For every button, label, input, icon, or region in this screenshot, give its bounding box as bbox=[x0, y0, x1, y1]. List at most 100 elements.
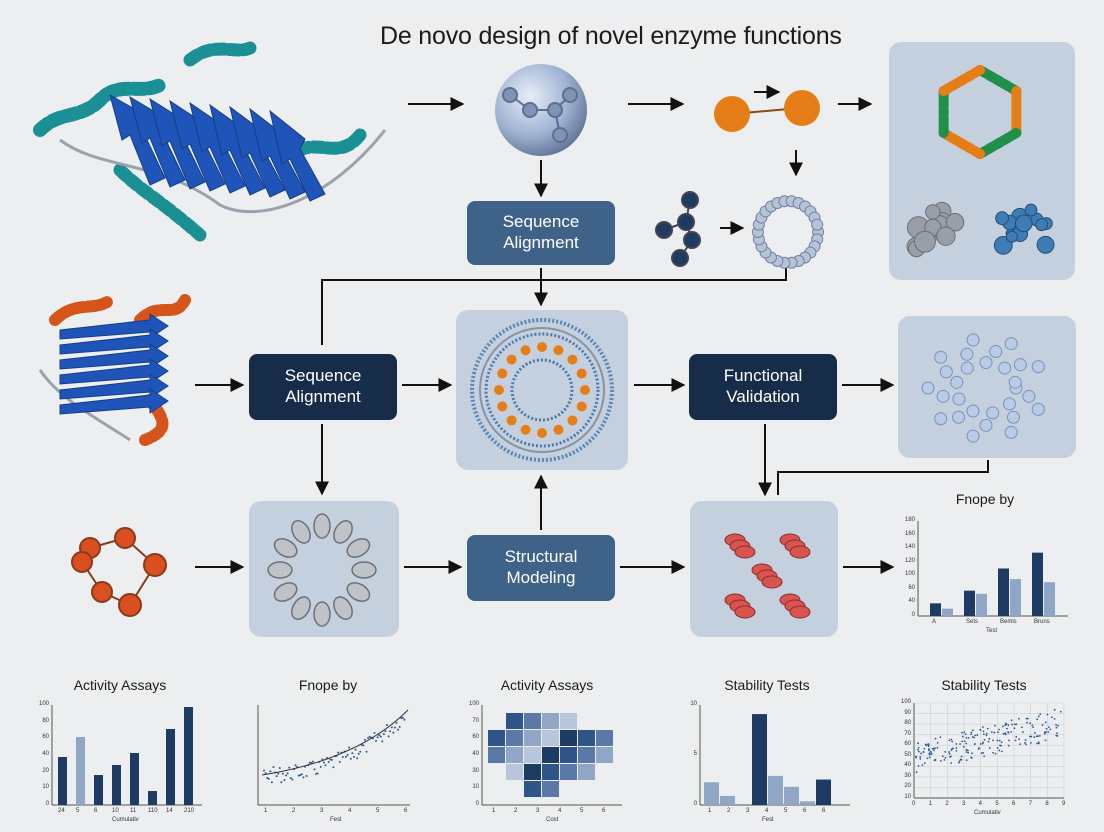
chart5-xtick: 3 bbox=[962, 801, 966, 807]
chart5-point bbox=[970, 731, 973, 734]
chart5-point bbox=[990, 731, 993, 733]
chart5-point bbox=[934, 737, 937, 740]
chart5-point bbox=[934, 747, 936, 750]
chart5-point bbox=[965, 736, 968, 739]
chart2-point bbox=[270, 781, 273, 784]
chart3-xtick: 1 bbox=[492, 808, 496, 814]
chart1-bar bbox=[58, 757, 67, 805]
chart4-xtick: 4 bbox=[765, 808, 769, 814]
node-sequence-alignment[interactable]: Sequence Alignment bbox=[249, 354, 397, 420]
chart5-point bbox=[982, 741, 985, 744]
chart0-xtick: Sets bbox=[966, 619, 979, 625]
molecule-sphere-icon bbox=[495, 64, 587, 156]
chart5-point bbox=[1056, 735, 1059, 737]
chart5-point bbox=[967, 737, 970, 739]
node-structural-modeling[interactable]: Structural Modeling bbox=[467, 535, 615, 601]
chart5-point bbox=[943, 758, 946, 761]
chart-title-fnope-bottom: Fnope by bbox=[298, 677, 358, 693]
chart4-bar bbox=[704, 782, 719, 805]
chart0-bar bbox=[1032, 552, 1043, 616]
chart5-point bbox=[967, 751, 970, 754]
chart2-point bbox=[357, 752, 360, 755]
chart3-xtick: 5 bbox=[580, 808, 584, 814]
chart5-point bbox=[1000, 741, 1003, 744]
chart2-point bbox=[376, 736, 379, 739]
orange-atoms-icon bbox=[714, 90, 820, 132]
chart2-point bbox=[349, 757, 352, 760]
chart5-point bbox=[1007, 724, 1010, 727]
chart5-point bbox=[959, 743, 961, 745]
chart1-ytick: 100 bbox=[38, 701, 49, 707]
chart3-xtick: 3 bbox=[536, 808, 540, 814]
chart3-cell bbox=[542, 781, 559, 797]
chart2-point bbox=[352, 755, 355, 758]
chart5-point bbox=[986, 727, 989, 730]
chart4-bar bbox=[800, 801, 815, 805]
chart2-point bbox=[297, 774, 300, 777]
chart5-point bbox=[1059, 710, 1062, 713]
node-sequence-alignment-top[interactable]: Sequence Alignment bbox=[467, 201, 615, 265]
chart3-cell bbox=[578, 764, 595, 780]
chart5-point bbox=[948, 739, 951, 742]
chart5-point bbox=[955, 747, 958, 749]
chart5-point bbox=[997, 731, 999, 734]
chart2-point bbox=[386, 724, 389, 727]
chart5-point bbox=[1010, 719, 1013, 722]
chart3-cell bbox=[542, 730, 559, 746]
chart5-point bbox=[992, 739, 994, 742]
chart2-point bbox=[375, 739, 378, 742]
chart5-xtick: 5 bbox=[995, 801, 999, 807]
chart2-point bbox=[363, 738, 366, 741]
chart2-xtick: 6 bbox=[404, 808, 408, 814]
chart5-point bbox=[961, 740, 964, 743]
chart2-point bbox=[324, 764, 327, 767]
chart5-point bbox=[992, 751, 995, 754]
protein-structure-icon-top bbox=[33, 41, 387, 242]
chart3-cell bbox=[542, 747, 559, 763]
chart3-cell bbox=[488, 747, 505, 763]
chart4-ytick: 5 bbox=[693, 751, 697, 757]
chart0-ytick: 180 bbox=[904, 517, 915, 523]
chart2-point bbox=[332, 766, 335, 769]
chart5-point bbox=[1036, 742, 1038, 745]
chart3-cell bbox=[524, 747, 541, 763]
chart2-point bbox=[362, 744, 365, 747]
chart5-point bbox=[982, 751, 985, 754]
chart4-xtick: 2 bbox=[727, 808, 731, 814]
chart5-point bbox=[1041, 724, 1044, 726]
chart5-ytick: 10 bbox=[904, 794, 911, 800]
chart2-point bbox=[267, 777, 270, 780]
chart5-xtick: 6 bbox=[1012, 801, 1016, 807]
chart5-point bbox=[974, 743, 976, 745]
node-functional-validation[interactable]: Functional Validation bbox=[689, 354, 837, 420]
chart5-point bbox=[1007, 731, 1010, 734]
chart5-point bbox=[960, 755, 963, 758]
chart5-point bbox=[1055, 726, 1058, 729]
chart2-point bbox=[351, 752, 354, 755]
chart5-point bbox=[1030, 735, 1033, 738]
chart5-point bbox=[950, 762, 953, 764]
chart5-point bbox=[1044, 721, 1047, 724]
chart2-point bbox=[401, 716, 404, 719]
chart5-point bbox=[980, 752, 983, 755]
chart3-xlabel: Cost bbox=[546, 817, 559, 823]
chart5-point bbox=[964, 733, 967, 736]
chart1-bar bbox=[148, 791, 157, 805]
chart5-point bbox=[928, 753, 931, 756]
chart3-cell bbox=[524, 764, 541, 780]
chart2-point bbox=[373, 731, 376, 734]
chart0-bar bbox=[998, 568, 1009, 616]
chart5-point bbox=[928, 749, 930, 752]
chart5-ytick: 50 bbox=[904, 751, 911, 758]
chart1-bar bbox=[166, 729, 175, 805]
chart5-point bbox=[996, 746, 999, 749]
chart0-ytick: 140 bbox=[904, 544, 915, 551]
chart3-cell bbox=[506, 764, 523, 780]
chart5-point bbox=[1022, 731, 1024, 734]
chart4-bar bbox=[752, 714, 767, 805]
chart2-point bbox=[393, 726, 396, 729]
chart5-point bbox=[988, 747, 991, 749]
chart2-point bbox=[346, 753, 349, 756]
chart0-xlabel: Test bbox=[986, 628, 998, 634]
